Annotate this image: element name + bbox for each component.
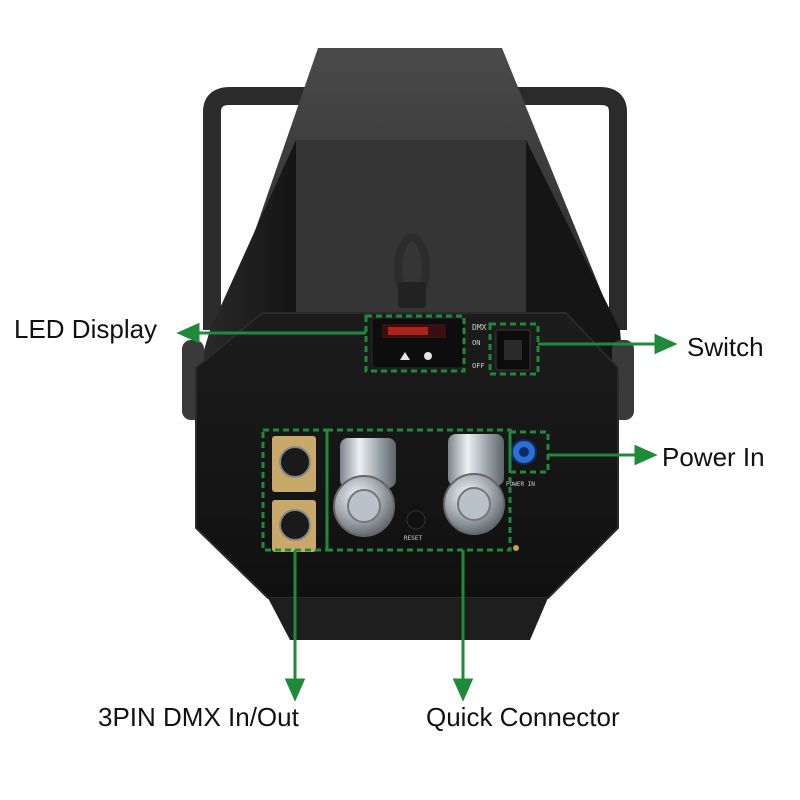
quick-connector-left-bore xyxy=(347,489,381,523)
eye-bolt-nut xyxy=(398,282,426,308)
power-tag: POWER IN xyxy=(506,481,535,488)
quick-connector-right-body xyxy=(448,434,504,486)
led-display-label: LED Display xyxy=(14,314,158,344)
power-in-arrow-head xyxy=(634,444,658,466)
quick-connector-callout-box xyxy=(325,428,512,552)
housing-ridge xyxy=(225,140,612,318)
enter-button-icon[interactable] xyxy=(424,352,432,360)
quick-connector-label: Quick Connector xyxy=(426,702,620,732)
led-digits xyxy=(388,327,428,335)
xlr-out-connector[interactable] xyxy=(279,509,311,541)
up-button-icon[interactable] xyxy=(400,352,410,360)
reset-button[interactable] xyxy=(406,510,426,530)
quick-connector-arrow-head xyxy=(452,678,474,702)
led-display-arrow-head xyxy=(176,322,200,344)
off-tag: OFF xyxy=(472,362,485,370)
panel-screw xyxy=(513,545,519,551)
power-in-socket xyxy=(519,447,529,457)
switch-callout-box xyxy=(488,322,540,376)
quick-connector-right-bore xyxy=(457,487,491,521)
quick-connector-left-body xyxy=(340,438,396,488)
power-in-label: Power In xyxy=(662,442,765,472)
reset-tag: RESET xyxy=(404,535,422,542)
switch-label: Switch xyxy=(687,332,764,362)
rocker-switch-face xyxy=(504,340,522,360)
dmx-tag: DMX xyxy=(472,323,487,332)
dmx-label: 3PIN DMX In/Out xyxy=(98,702,299,732)
dmx-arrow-head xyxy=(284,678,306,702)
xlr-in-connector[interactable] xyxy=(279,446,311,478)
switch-arrow-head xyxy=(654,333,678,355)
on-tag: ON xyxy=(472,339,480,347)
led-display-callout-box xyxy=(364,314,466,373)
housing-base xyxy=(268,598,548,640)
